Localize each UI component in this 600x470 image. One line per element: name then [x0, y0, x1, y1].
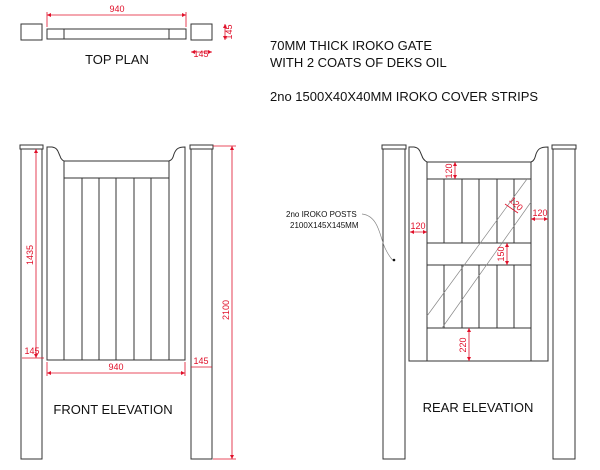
front-gate-width-dim: 940 — [108, 362, 123, 372]
plan-left-post — [20, 23, 43, 41]
front-left-post-dim: 145 — [24, 346, 39, 356]
rear-elevation: 120 120 120 120 150 220 2no IROKO POSTS … — [286, 144, 577, 460]
front-elevation: 1435 145 940 145 2100 FRONT ELEVATION — [19, 144, 236, 460]
front-height-dim: 1435 — [25, 245, 35, 265]
rear-left-stile-dim: 120 — [410, 221, 425, 231]
plan-post-depth-dim: 145 — [224, 24, 234, 39]
rear-mid-rail-dim: 150 — [496, 246, 506, 261]
note-line-1: 70MM THICK IROKO GATE — [270, 38, 432, 53]
plan-width-dim: 940 — [109, 4, 124, 14]
top-plan-title: TOP PLAN — [85, 52, 149, 67]
rear-right-stile-dim: 120 — [532, 208, 547, 218]
rear-right-post — [552, 147, 576, 460]
front-left-post — [20, 147, 43, 460]
plan-gate — [46, 28, 187, 40]
top-plan: 940 145 145 TOP PLAN — [20, 4, 234, 67]
plan-post-width-dim: 145 — [193, 49, 208, 59]
front-right-post-dim: 145 — [193, 356, 208, 366]
diagonal-brace — [426, 178, 532, 329]
rear-top-rail-dim: 120 — [444, 163, 454, 178]
rear-elevation-title: REAR ELEVATION — [423, 400, 534, 415]
front-right-post — [190, 147, 213, 460]
front-post-height-dim: 2100 — [221, 300, 231, 320]
post-label-line-2: 2100X145X145MM — [290, 221, 359, 230]
rear-bottom-rail-dim: 220 — [458, 337, 468, 352]
note-line-2: WITH 2 COATS OF DEKS OIL — [270, 55, 447, 70]
note-line-3: 2no 1500X40X40MM IROKO COVER STRIPS — [270, 89, 538, 104]
rear-left-post — [382, 147, 406, 460]
front-elevation-title: FRONT ELEVATION — [53, 402, 172, 417]
plan-right-post — [190, 23, 213, 41]
post-label-line-1: 2no IROKO POSTS — [286, 210, 357, 219]
